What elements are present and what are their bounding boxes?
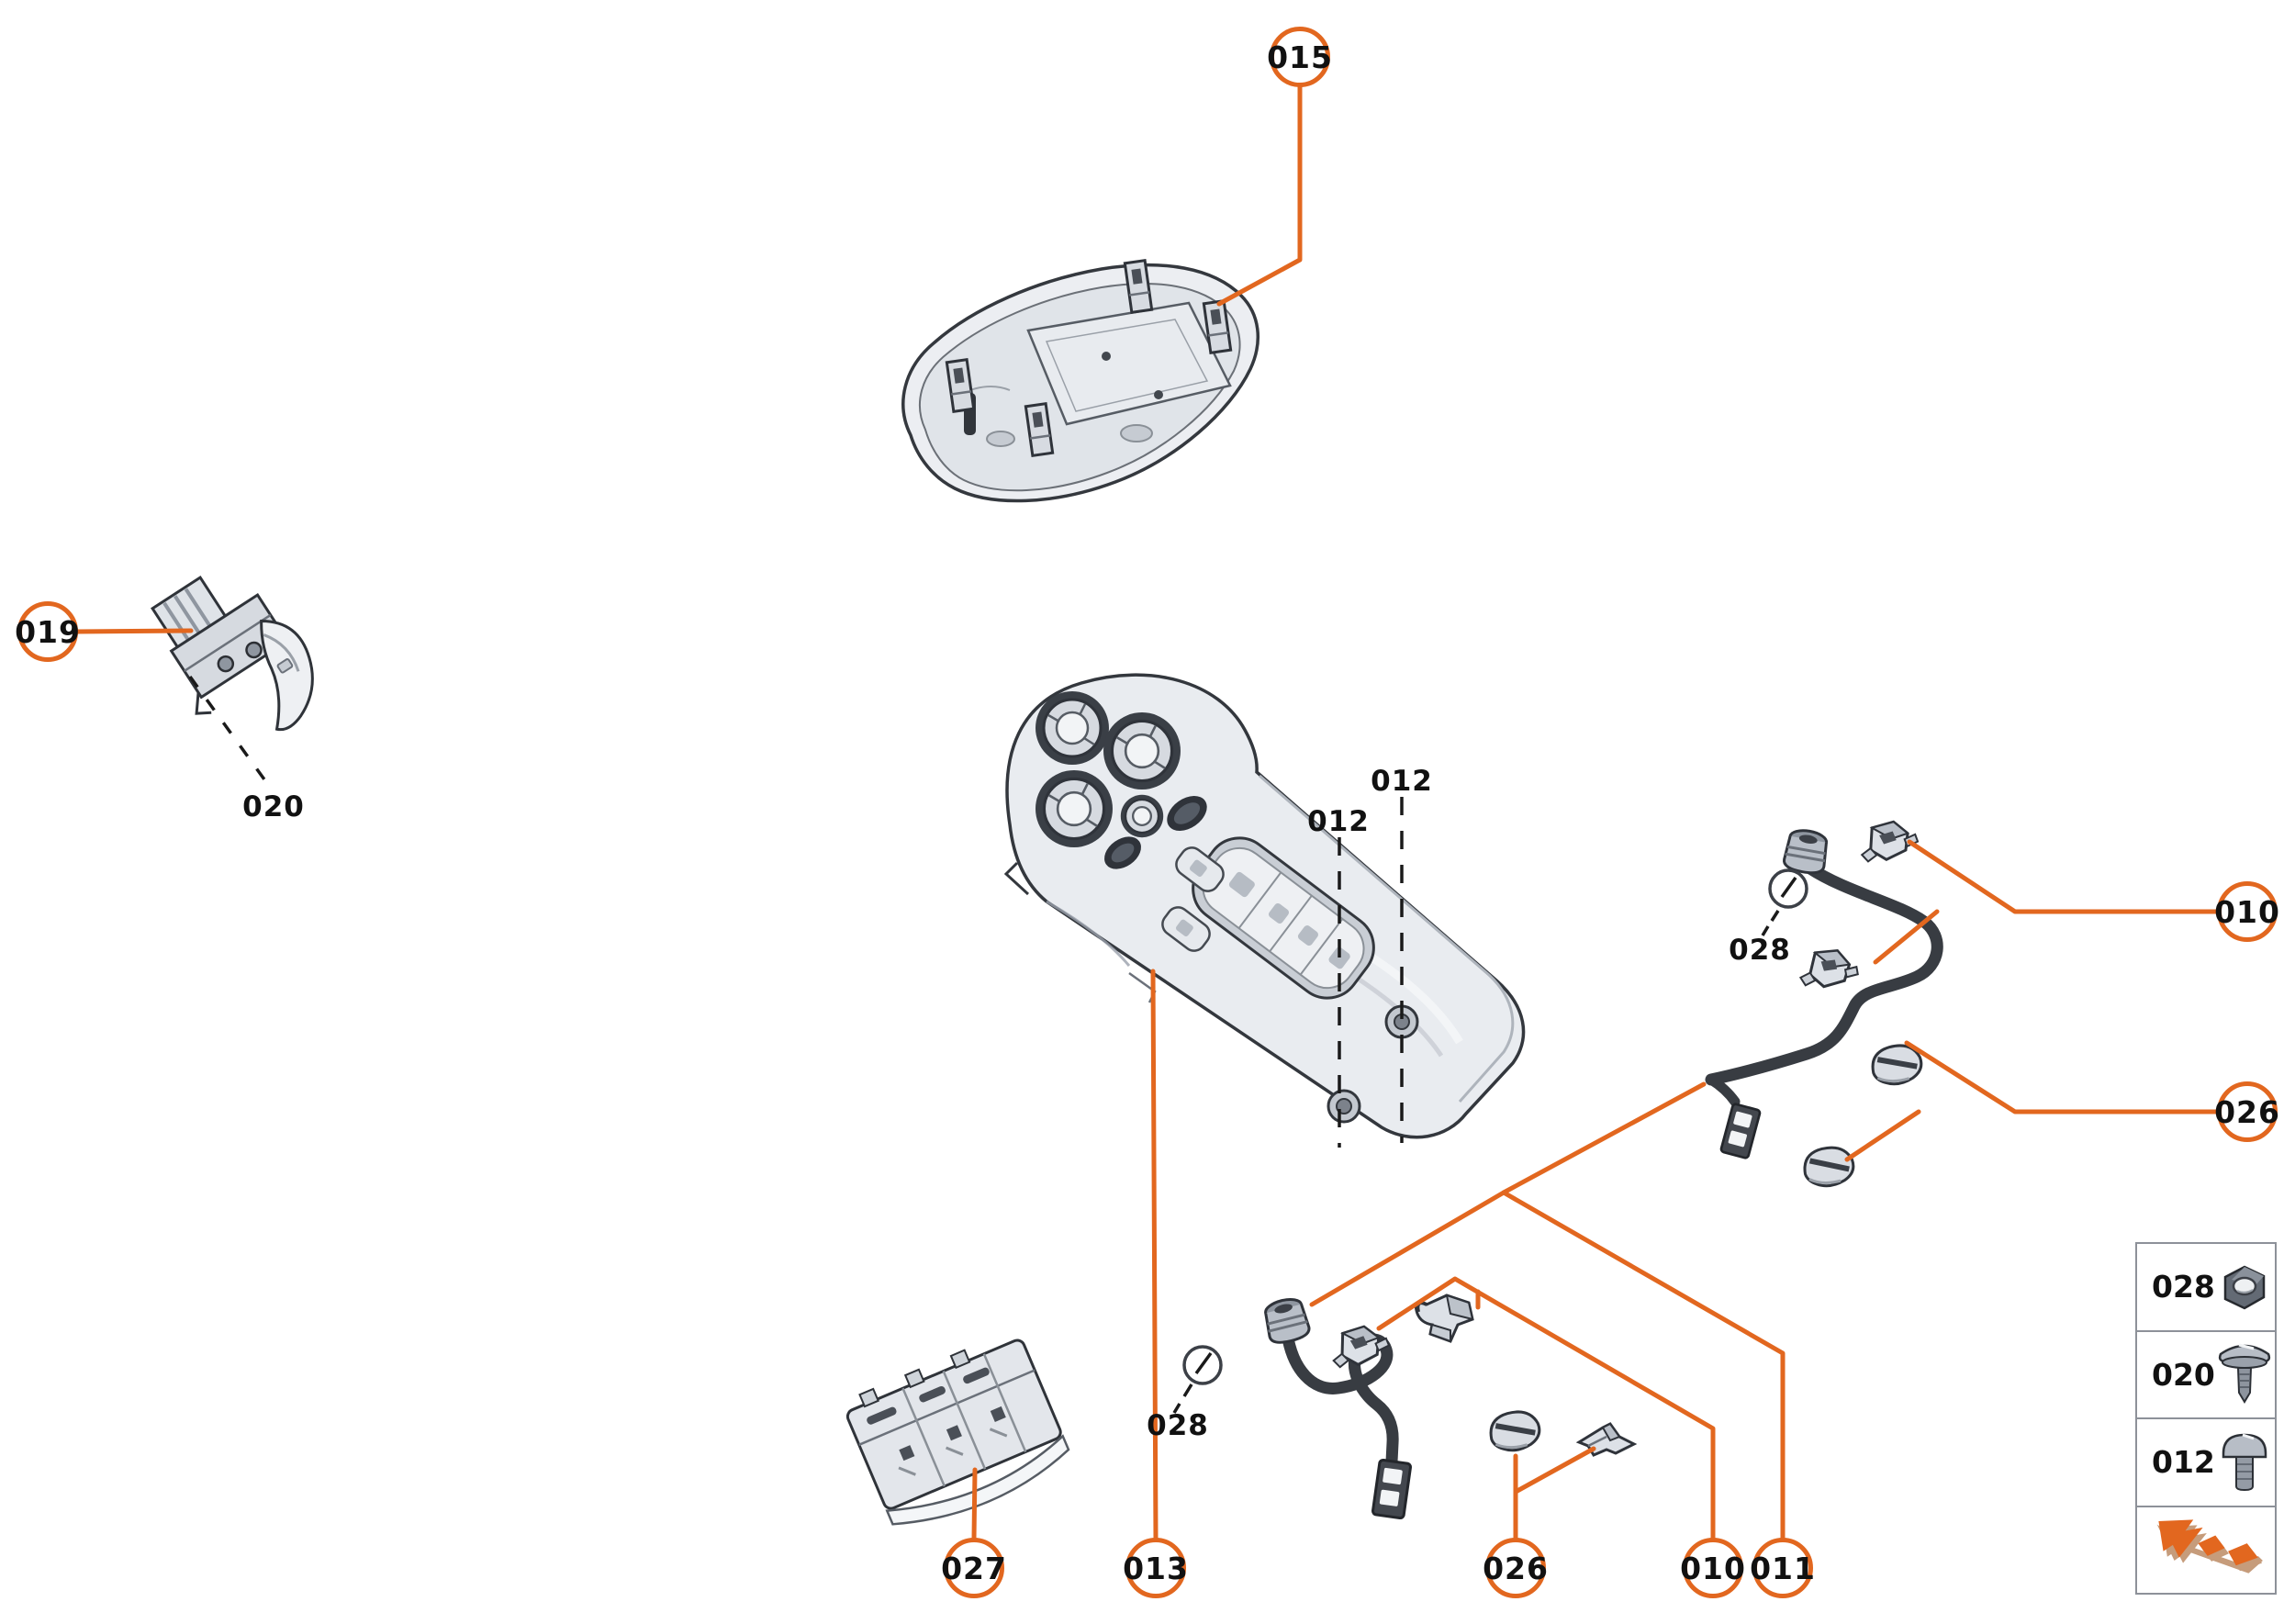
switch-carrier-part [845, 1338, 1070, 1526]
wiring-harness-right [1705, 818, 1943, 1188]
ref-label-028-bottom: 028 [1147, 1409, 1209, 1442]
nut-reference-circle [1182, 1345, 1223, 1385]
callout-026-bottom[interactable]: 026 [1483, 1538, 1548, 1598]
legend-row-direction [2137, 1507, 2275, 1594]
legend-code-028: 028 [2152, 1269, 2215, 1305]
ref-label-020: 020 [242, 790, 305, 823]
nut-reference-circle [1768, 868, 1808, 909]
fastener-legend: 028 020 [2135, 1242, 2277, 1595]
callout-010-right[interactable]: 010 [2214, 881, 2279, 942]
callout-027[interactable]: 027 [941, 1538, 1006, 1598]
callout-015[interactable]: 015 [1267, 27, 1332, 87]
legend-code-020: 020 [2152, 1356, 2215, 1393]
callout-011[interactable]: 011 [1750, 1538, 1815, 1598]
ref-label-012-left: 012 [1307, 805, 1370, 838]
legend-code-012: 012 [2152, 1444, 2215, 1481]
legend-row-012: 012 [2137, 1419, 2275, 1507]
dashed-reference-lines [188, 675, 1404, 1148]
pan-screw-icon [2215, 1338, 2274, 1411]
ref-label-028-right: 028 [1729, 934, 1791, 967]
ref-label-012-right: 012 [1371, 765, 1433, 798]
callout-019[interactable]: 019 [15, 601, 80, 662]
callout-010-bottom[interactable]: 010 [1680, 1538, 1745, 1598]
dome-screw-icon [2215, 1426, 2274, 1499]
legend-row-028: 028 [2137, 1244, 2275, 1332]
leader-lines [74, 84, 2221, 1541]
overhead-console-part [1003, 673, 1526, 1139]
callout-013[interactable]: 013 [1123, 1538, 1188, 1598]
hex-nut-icon [2215, 1250, 2274, 1324]
legend-row-020: 020 [2137, 1332, 2275, 1419]
wiring-harness-bottom [1172, 1294, 1636, 1520]
callout-026-right[interactable]: 026 [2214, 1081, 2279, 1142]
switch-part [151, 575, 314, 732]
direction-arrow-icon [2142, 1510, 2270, 1589]
roof-console-housing-part [901, 259, 1260, 503]
